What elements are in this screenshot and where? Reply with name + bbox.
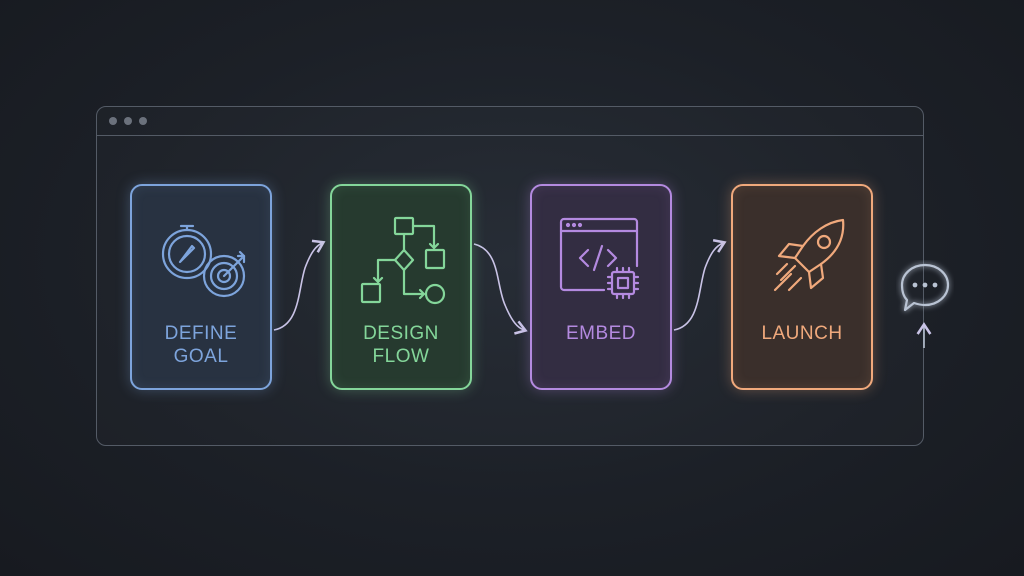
step-card-embed: EMBED [530, 184, 672, 390]
step-card-design-flow: DESIGN FLOW [330, 184, 472, 390]
step-label: DEFINE GOAL [164, 323, 238, 367]
code-chip-icon [559, 217, 640, 300]
rocket-icon [773, 218, 845, 292]
connector-arrow-3 [673, 239, 727, 331]
window-dot-2 [124, 117, 132, 125]
window-dot-1 [109, 117, 117, 125]
chat-bubble-icon[interactable] [896, 260, 954, 318]
window-dot-3 [139, 117, 147, 125]
flowchart-icon [360, 216, 446, 305]
step-card-define-goal: DEFINE GOAL [130, 184, 272, 390]
browser-window [96, 106, 924, 446]
compass-target-icon [161, 224, 246, 298]
connector-arrow-1 [273, 239, 326, 331]
window-titlebar [97, 107, 923, 136]
step-label: LAUNCH [761, 323, 843, 344]
step-label: DESIGN FLOW [363, 323, 439, 367]
step-label: EMBED [565, 323, 637, 344]
connector-arrow-2 [473, 243, 528, 335]
step-card-launch: LAUNCH [731, 184, 873, 390]
